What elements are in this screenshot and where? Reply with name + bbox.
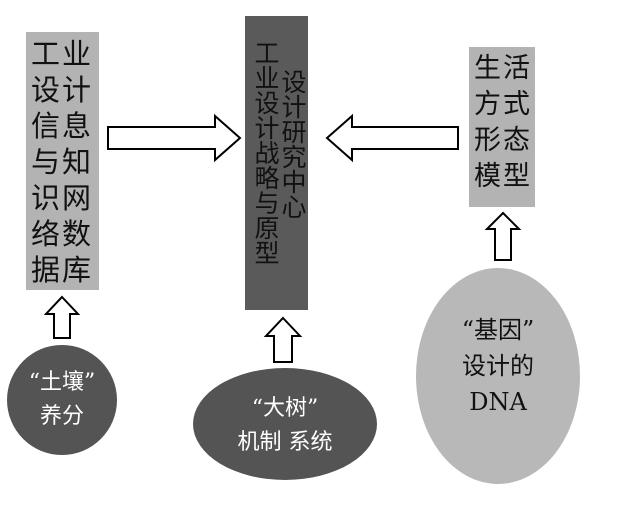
arrow-up-icon: [263, 316, 303, 363]
arrow-up-icon: [43, 295, 81, 339]
left-box-line: 识网: [31, 181, 94, 215]
soil-title: “土壤”: [28, 370, 96, 395]
arrow-left-icon: [325, 113, 459, 163]
left-box-text: 工业设计信息与知识网络数据库: [31, 36, 99, 288]
arrow-right-icon: [107, 113, 242, 163]
left-box-line: 信息: [31, 109, 94, 143]
right-box-line: 形态: [474, 125, 532, 156]
center-box: 设计研究中心工业设计战略与原型: [245, 16, 308, 310]
gene-title: “基因”: [461, 316, 535, 344]
tree-title: “大树”: [251, 396, 319, 421]
left-box-line: 络数: [31, 217, 94, 251]
arrow-up-icon: [484, 211, 522, 261]
soil-subtitle: 养分: [39, 404, 84, 429]
tree-label: “大树” 机制 系统: [193, 392, 377, 460]
soil-circle: [7, 345, 117, 455]
left-box-line: 据库: [31, 253, 94, 287]
right-box: 生活方式形态模型: [469, 47, 535, 207]
gene-dna: DNA: [469, 388, 527, 416]
right-box-text: 生活方式形态模型: [474, 51, 535, 195]
center-box-column: 工业设计战略与原型: [251, 40, 280, 265]
left-box-line: 工业: [31, 37, 94, 71]
tree-subtitle: 机制 系统: [237, 430, 333, 455]
left-box-line: 设计: [31, 73, 94, 107]
left-box-line: 与知: [31, 145, 94, 179]
right-box-line: 生活: [474, 53, 532, 84]
gene-circle: [416, 268, 580, 484]
right-box-line: 方式: [474, 89, 532, 120]
soil-label: “土壤” 养分: [7, 366, 117, 434]
tree-circle: [193, 368, 377, 480]
left-box: 工业设计信息与知识网络数据库: [26, 32, 99, 290]
center-box-column: 设计研究中心: [278, 68, 307, 219]
center-box-text: 设计研究中心工业设计战略与原型: [249, 22, 307, 265]
right-box-line: 模型: [474, 161, 532, 192]
gene-subtitle: 设计的: [462, 352, 534, 380]
gene-label: “基因” 设计的 DNA: [416, 312, 580, 420]
